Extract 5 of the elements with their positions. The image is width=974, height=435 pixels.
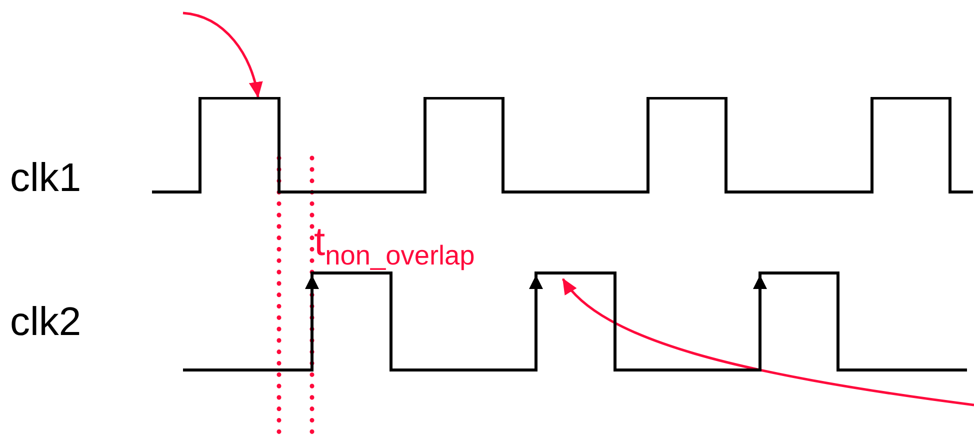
arrow bbox=[562, 278, 974, 406]
arrow bbox=[182, 12, 262, 98]
timing-label: t$_{non_overlap}$ bbox=[314, 222, 475, 269]
signal-name: clk2 bbox=[10, 302, 82, 342]
signal-name: clk1 bbox=[10, 158, 82, 198]
